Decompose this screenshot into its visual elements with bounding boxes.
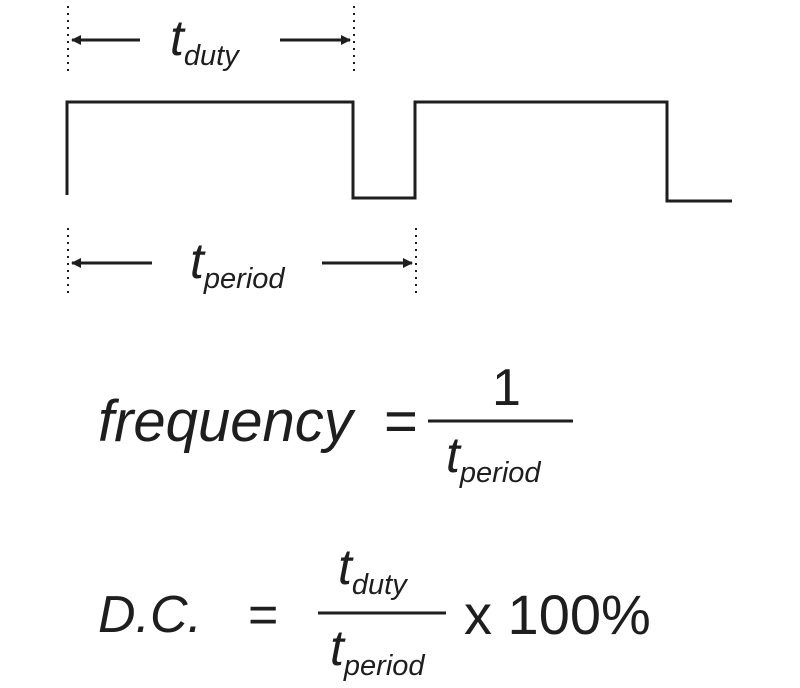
waveform-trace	[65, 100, 732, 203]
frequency-numerator: 1	[492, 359, 521, 417]
duty-cycle-lhs: D.C.	[98, 586, 202, 644]
duty-cycle-numerator: tduty	[338, 539, 408, 601]
duty-cycle-multiplier: x 100%	[464, 583, 651, 646]
duty-cycle-denominator: tperiod	[330, 620, 425, 682]
duty-cycle-formula: D.C. = tduty tperiod x 100%	[98, 539, 651, 682]
period-label: tperiod	[190, 233, 285, 295]
duty-label: tduty	[170, 10, 240, 72]
frequency-formula: frequency = 1 tperiod	[98, 359, 573, 489]
frequency-equals: =	[384, 389, 418, 454]
period-dimension: tperiod	[67, 228, 417, 296]
frequency-denominator: tperiod	[446, 427, 541, 489]
duty-cycle-equals: =	[248, 586, 278, 644]
square-waveform	[65, 100, 732, 203]
duty-dimension: tduty	[67, 6, 355, 72]
frequency-lhs: frequency	[98, 389, 356, 454]
